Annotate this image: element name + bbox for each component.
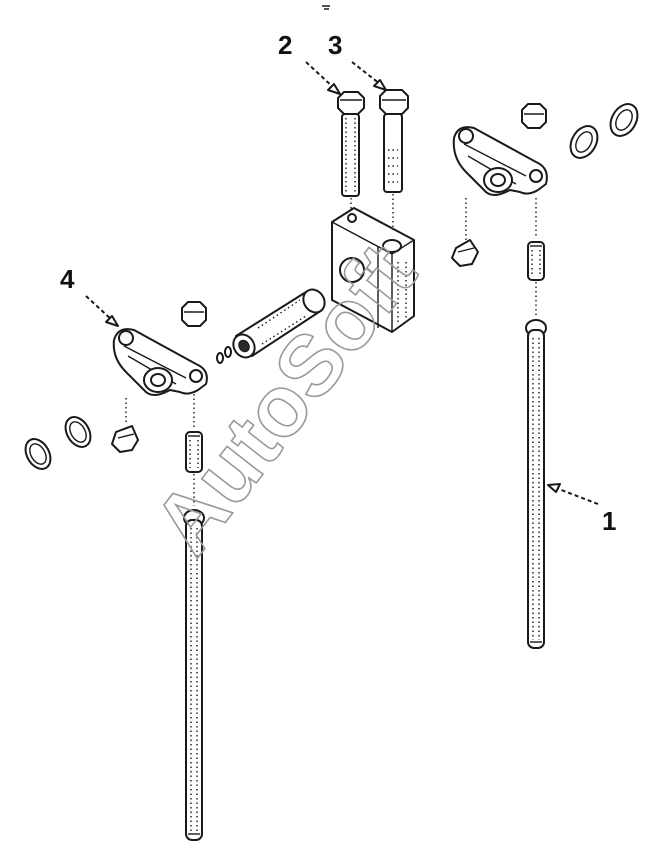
- watermark-text: AutoSoft: [135, 227, 434, 572]
- leader-1-arrow: [547, 483, 561, 493]
- adjusting-nut-left: [181, 301, 207, 327]
- washers-left: [24, 416, 92, 470]
- callout-1: 1: [602, 506, 616, 536]
- leader-4: [85, 295, 113, 321]
- callout-3: 3: [328, 30, 342, 60]
- bolt-3: [379, 89, 409, 193]
- callout-4: 4: [60, 264, 75, 294]
- push-rod-left: [183, 509, 205, 841]
- ball-socket-right: [451, 239, 479, 267]
- adjusting-screw-left: [185, 431, 203, 473]
- leader-2: [305, 61, 335, 89]
- push-rod-right: [525, 319, 547, 649]
- rocker-arm-left: [112, 328, 208, 396]
- callout-2: 2: [278, 30, 292, 60]
- rocker-arm-right: [452, 126, 548, 196]
- top-mark: [322, 5, 330, 10]
- washers-right: [569, 103, 639, 159]
- rocker-shaft-support: [331, 207, 415, 333]
- leader-3: [351, 61, 381, 85]
- ball-socket-left: [111, 425, 139, 453]
- leader-1: [555, 487, 599, 505]
- leader-3-arrow: [373, 79, 387, 91]
- rocker-shaft: [216, 288, 326, 364]
- leader-2-arrow: [327, 83, 341, 95]
- leader-4-arrow: [105, 315, 119, 327]
- adjusting-screw-right: [527, 241, 545, 281]
- bolt-2: [337, 91, 365, 197]
- adjusting-nut-right: [521, 103, 547, 129]
